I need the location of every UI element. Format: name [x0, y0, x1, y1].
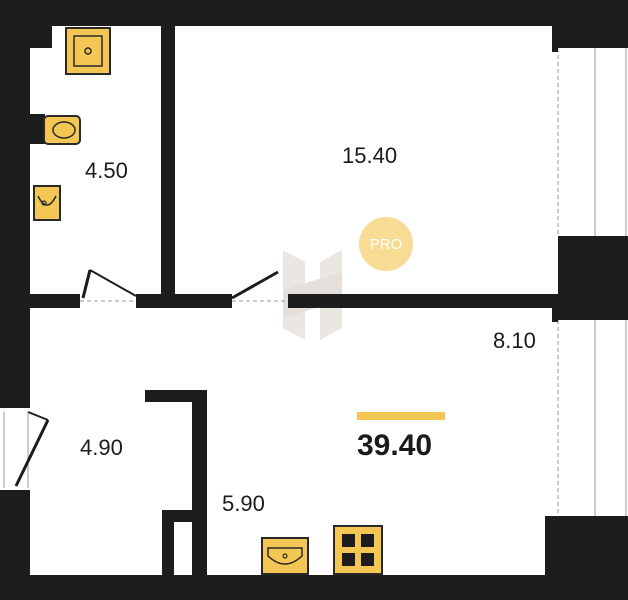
living-room-area-label: 15.40	[342, 143, 397, 168]
windows	[557, 48, 627, 516]
pro-badge-label: PRO	[370, 236, 403, 253]
hallway-area-label: 4.90	[80, 435, 123, 460]
balcony-area-label: 8.10	[493, 328, 536, 353]
kitchen-area-label: 5.90	[222, 491, 265, 516]
total-area-accent-bar	[357, 412, 445, 420]
doors	[3, 269, 288, 488]
shower-tray-icon	[65, 27, 111, 75]
total-area-label: 39.40	[357, 429, 432, 462]
bathroom-area-label: 4.50	[85, 158, 128, 183]
toilet-icon	[30, 114, 81, 145]
kitchen-sink-icon	[261, 537, 309, 575]
cooktop-icon	[333, 525, 383, 575]
pro-badge: PRO	[359, 217, 413, 271]
washbasin-icon	[33, 185, 61, 221]
